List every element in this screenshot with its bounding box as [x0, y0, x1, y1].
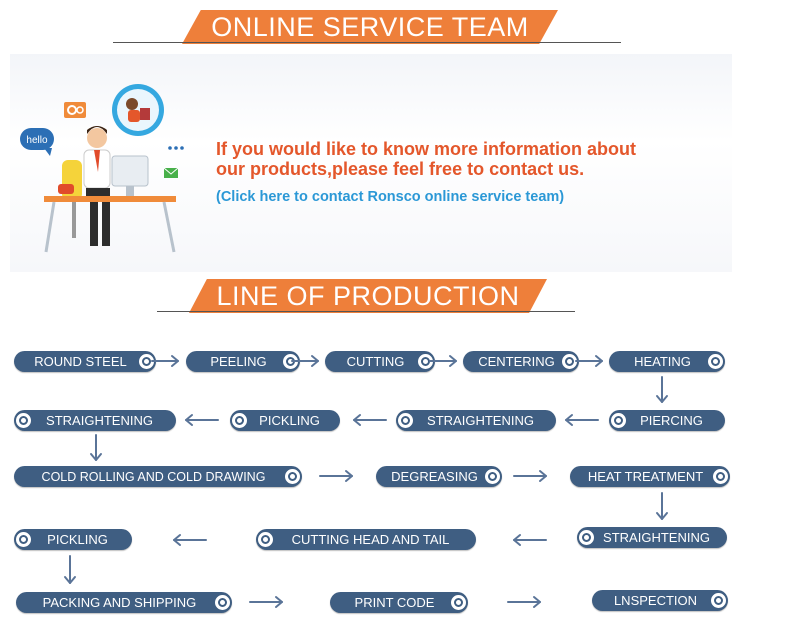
step-cutting-head-and-tail: CUTTING HEAD AND TAIL — [256, 529, 476, 550]
person-icon — [83, 126, 111, 246]
desk-icon — [44, 196, 176, 253]
ring-icon — [285, 469, 300, 484]
arrow-right-icon — [429, 355, 457, 367]
ring-icon — [232, 413, 247, 428]
step-degreasing: DEGREASING — [376, 466, 502, 487]
ring-icon — [579, 530, 594, 545]
arrow-down-icon — [90, 434, 102, 461]
arrow-down-icon — [656, 376, 668, 403]
contact-service-team-link[interactable]: (Click here to contact Ronsco online ser… — [216, 189, 565, 205]
ring-icon — [16, 532, 31, 547]
step-straightening: STRAIGHTENING — [14, 410, 176, 431]
ring-icon — [708, 354, 723, 369]
support-avatar-icon — [112, 84, 164, 136]
telephone-icon — [58, 184, 74, 194]
contact-info-line-2: our products,please feel free to contact… — [216, 159, 585, 179]
step-print-code: PRINT CODE — [330, 592, 468, 613]
ring-icon — [258, 532, 273, 547]
arrow-right-icon — [151, 355, 179, 367]
arrow-left-icon — [353, 414, 387, 426]
ring-icon — [713, 469, 728, 484]
line-of-production-banner: LINE OF PRODUCTION — [189, 279, 547, 313]
step-centering: CENTERING — [463, 351, 579, 372]
arrow-left-icon — [185, 414, 219, 426]
ring-icon — [16, 413, 31, 428]
step-heating: HEATING — [609, 351, 725, 372]
hello-bubble-icon: hello — [20, 128, 54, 156]
gear-icon — [64, 102, 86, 118]
arrow-right-icon — [249, 596, 283, 608]
ring-icon — [485, 469, 500, 484]
arrow-right-icon — [507, 596, 541, 608]
online-service-team-banner: ONLINE SERVICE TEAM — [182, 10, 558, 44]
ring-icon — [611, 413, 626, 428]
contact-info-line-1: If you would like to know more informati… — [216, 139, 637, 159]
step-straightening: STRAIGHTENING — [577, 527, 727, 548]
step-pickling: PICKLING — [230, 410, 340, 431]
step-cutting: CUTTING — [325, 351, 435, 372]
ring-icon — [562, 354, 577, 369]
banner-title: LINE OF PRODUCTION — [216, 280, 520, 311]
arrow-down-icon — [64, 555, 76, 584]
step-peeling: PEELING — [186, 351, 300, 372]
mail-icon — [163, 167, 179, 178]
svg-text:hello: hello — [26, 135, 48, 146]
ring-icon — [711, 593, 726, 608]
arrow-down-icon — [656, 492, 668, 520]
arrow-right-icon — [291, 355, 319, 367]
arrow-left-icon — [565, 414, 599, 426]
arrow-right-icon — [513, 470, 547, 482]
arrow-left-icon — [173, 534, 207, 546]
step-pickling: PICKLING — [14, 529, 132, 550]
step-round-steel: ROUND STEEL — [14, 351, 156, 372]
step-cold-rolling-and-cold-drawing: COLD ROLLING AND COLD DRAWING — [14, 466, 302, 487]
computer-icon — [111, 155, 149, 196]
ring-icon — [215, 595, 230, 610]
step-heat-treatment: HEAT TREATMENT — [570, 466, 730, 487]
ring-icon — [398, 413, 413, 428]
step-packing-and-shipping: PACKING AND SHIPPING — [16, 592, 232, 613]
banner-underline — [113, 42, 621, 43]
step-straightening: STRAIGHTENING — [396, 410, 556, 431]
arrow-right-icon — [575, 355, 603, 367]
banner-title: ONLINE SERVICE TEAM — [211, 11, 529, 42]
ring-icon — [139, 354, 154, 369]
ring-icon — [283, 354, 298, 369]
ellipsis-icon — [168, 146, 184, 150]
ring-icon — [451, 595, 466, 610]
arrow-left-icon — [513, 534, 547, 546]
arrow-right-icon — [319, 470, 353, 482]
banner-underline — [157, 311, 575, 312]
step-piercing: PIERCING — [609, 410, 725, 431]
customer-service-illustration: hello — [20, 84, 184, 253]
ring-icon — [418, 354, 433, 369]
step-inspection: LNSPECTION — [592, 590, 728, 611]
